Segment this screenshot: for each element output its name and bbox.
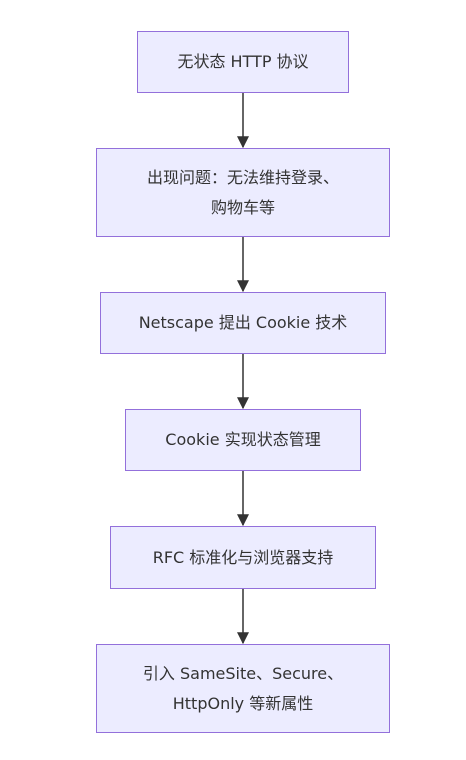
node-state-management: Cookie 实现状态管理	[125, 409, 361, 471]
node-label: Cookie 实现状态管理	[165, 430, 321, 449]
node-problem: 出现问题：无法维持登录、 购物车等	[96, 148, 390, 237]
node-label: RFC 标准化与浏览器支持	[152, 547, 334, 567]
node-label-line-2: 购物车等	[210, 197, 275, 217]
node-label-line-1: 出现问题：无法维持登录、	[146, 167, 339, 187]
node-stateless-http: 无状态 HTTP 协议	[137, 31, 349, 93]
node-label: Netscape 提出 Cookie 技术	[138, 313, 348, 332]
node-netscape-cookie: Netscape 提出 Cookie 技术	[100, 292, 386, 354]
node-rfc-standard: RFC 标准化与浏览器支持	[110, 526, 376, 589]
node-label-line-2: HttpOnly 等新属性	[172, 693, 314, 713]
node-label-line-1: 引入 SameSite、Secure、	[142, 663, 344, 683]
node-label: 无状态 HTTP 协议	[177, 52, 309, 71]
node-new-attributes: 引入 SameSite、Secure、 HttpOnly 等新属性	[96, 644, 390, 733]
